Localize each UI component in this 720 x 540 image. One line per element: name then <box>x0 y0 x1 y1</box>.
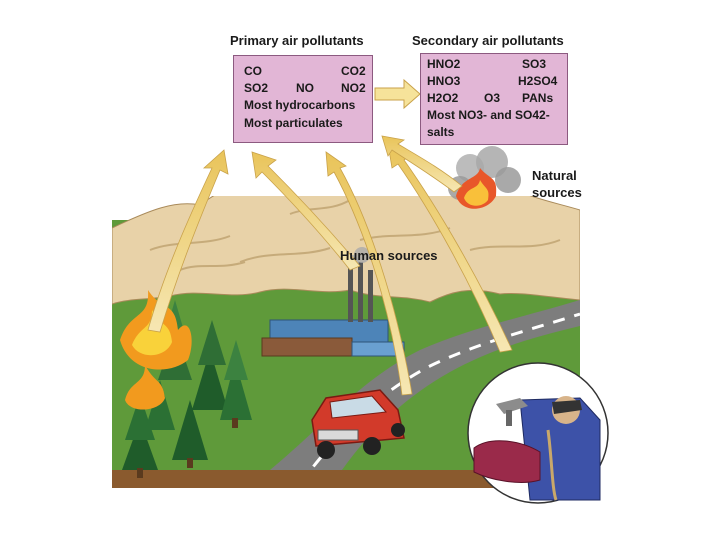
primary-pollutants-header: Primary air pollutants <box>230 33 364 48</box>
spray-painter-inset <box>467 362 609 504</box>
factory <box>261 247 405 357</box>
arrow-factory-to-primary <box>251 151 361 271</box>
arrow-volcano-to-primary <box>381 135 463 193</box>
chem-co: CO <box>244 64 262 78</box>
human-sources-label: Human sources <box>340 248 438 263</box>
chem-hno3: HNO3 <box>427 74 461 88</box>
secondary-pollutants-box <box>420 53 568 145</box>
car <box>311 389 405 459</box>
arrow-forest-to-primary <box>147 149 229 333</box>
salts-label: salts <box>427 125 455 139</box>
chem-no2: NO2 <box>341 81 366 95</box>
chem-no: NO <box>296 81 314 95</box>
pollutant-arrows <box>147 78 513 396</box>
chem-o3: O3 <box>484 91 501 105</box>
chem-so2: SO2 <box>244 81 269 95</box>
arrow-primary-to-secondary <box>374 78 421 110</box>
primary-pollutants-box <box>233 55 373 143</box>
chem-so3: SO3 <box>522 57 547 71</box>
most-particulates: Most particulates <box>244 116 343 130</box>
nitrate-sulfate-line: Most NO3- and SO42- <box>427 108 550 122</box>
chem-h2so4: H2SO4 <box>518 74 558 88</box>
most-hydrocarbons: Most hydrocarbons <box>244 98 356 112</box>
natural-sources-label-line1: Natural <box>532 168 577 183</box>
arrow-car-to-primary <box>325 151 413 396</box>
secondary-pollutants-header: Secondary air pollutants <box>412 33 564 48</box>
chem-h2o2: H2O2 <box>427 91 459 105</box>
chem-pans: PANs <box>522 91 554 105</box>
chem-hno2: HNO2 <box>427 57 461 71</box>
natural-sources-label-line2: sources <box>532 185 582 200</box>
chem-co2: CO2 <box>341 64 366 78</box>
